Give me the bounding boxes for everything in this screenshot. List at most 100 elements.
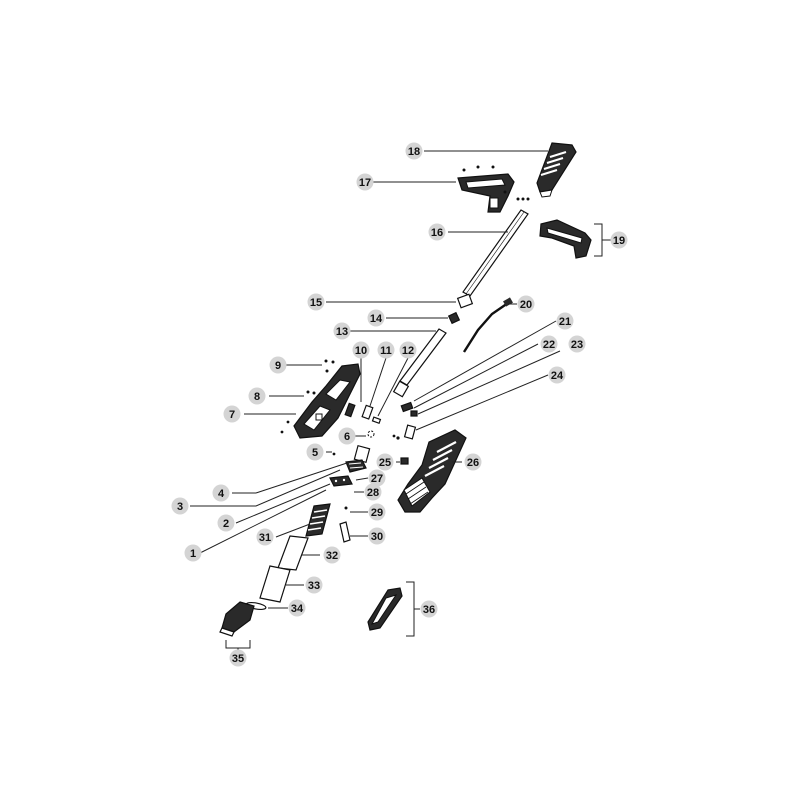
callout-number: 22 <box>543 339 555 351</box>
callout-number: 18 <box>408 146 420 158</box>
leader-lines <box>190 150 611 652</box>
callout-number: 30 <box>371 531 383 543</box>
callout-26: 26 <box>464 453 482 471</box>
callout-badge <box>428 223 446 241</box>
callout-10: 10 <box>352 341 370 359</box>
callout-badge <box>223 405 241 423</box>
callout-badge <box>548 366 566 384</box>
callout-35: 35 <box>229 649 247 667</box>
callout-badge <box>364 483 382 501</box>
callout-badge <box>399 341 417 359</box>
callout-number: 14 <box>370 313 383 325</box>
callout-12: 12 <box>399 341 417 359</box>
callout-badge <box>256 528 274 546</box>
callout-number: 10 <box>355 345 367 357</box>
part-17-handle-shell <box>457 165 515 213</box>
callout-5: 5 <box>306 443 324 461</box>
part-36-accessory-nozzle <box>367 587 403 631</box>
callout-badge <box>338 427 356 445</box>
callout-number: 4 <box>218 488 225 500</box>
part-25-nut <box>392 434 409 465</box>
callout-badge <box>610 231 628 249</box>
callout-17: 17 <box>356 173 374 191</box>
callout-badge <box>229 649 247 667</box>
callout-31: 31 <box>256 528 274 546</box>
part-20-cord <box>462 297 513 353</box>
callout-badge <box>568 335 586 353</box>
callout-32: 32 <box>323 546 341 564</box>
callout-badge <box>517 295 535 313</box>
part-31-impeller <box>305 503 331 537</box>
callout-number: 12 <box>402 345 414 357</box>
callout-16: 16 <box>428 223 446 241</box>
callout-badge <box>288 599 306 617</box>
callout-24: 24 <box>548 366 566 384</box>
callout-number: 25 <box>379 457 391 469</box>
callout-number: 23 <box>571 339 583 351</box>
callout-number: 20 <box>520 299 532 311</box>
callout-13: 13 <box>333 322 351 340</box>
part-8-screws <box>280 390 316 434</box>
callout-4: 4 <box>212 484 230 502</box>
callout-number: 19 <box>613 235 625 247</box>
callout-badge <box>184 544 202 562</box>
callout-badge <box>464 453 482 471</box>
callout-number: 28 <box>367 487 379 499</box>
callout-badge <box>356 173 374 191</box>
part-10-switch <box>344 402 356 418</box>
callout-number: 9 <box>275 360 281 372</box>
callout-number: 15 <box>310 297 322 309</box>
callout-22: 22 <box>540 335 558 353</box>
callout-number: 5 <box>312 447 318 459</box>
callout-15: 15 <box>307 293 325 311</box>
callout-3: 3 <box>171 497 189 515</box>
callout-33: 33 <box>305 576 323 594</box>
callout-number: 17 <box>359 177 371 189</box>
callout-29: 29 <box>368 503 386 521</box>
callout-number: 36 <box>423 604 435 616</box>
callout-21: 21 <box>556 312 574 330</box>
part-18-top-handle <box>536 142 577 198</box>
callout-number: 13 <box>336 326 348 338</box>
callout-number: 24 <box>551 370 564 382</box>
callout-18: 18 <box>405 142 423 160</box>
callout-number: 16 <box>431 227 443 239</box>
callout-number: 1 <box>190 548 196 560</box>
part-33-blow-tube <box>259 565 291 603</box>
callout-badge <box>540 335 558 353</box>
callout-badge <box>376 453 394 471</box>
callout-badge <box>556 312 574 330</box>
callout-badge <box>248 387 266 405</box>
part-30-clip <box>339 521 351 543</box>
callout-badge <box>377 341 395 359</box>
callout-badge <box>368 503 386 521</box>
part-12-pin <box>371 416 382 425</box>
callout-19: 19 <box>610 231 628 249</box>
callout-number: 31 <box>259 532 271 544</box>
callout-number: 27 <box>371 473 383 485</box>
callout-badge <box>405 142 423 160</box>
part-14-connector <box>447 311 461 325</box>
part-15-coupling <box>456 293 474 309</box>
part-6-ring <box>367 430 375 438</box>
callout-11: 11 <box>377 341 395 359</box>
part-27-fan <box>345 459 367 473</box>
callout-8: 8 <box>248 387 266 405</box>
part-9-screws <box>324 359 335 373</box>
part-19-aux-handle <box>539 219 592 259</box>
callout-1: 1 <box>184 544 202 562</box>
callout-6: 6 <box>338 427 356 445</box>
callout-number: 8 <box>254 391 260 403</box>
callout-number: 33 <box>308 580 320 592</box>
callout-badge <box>323 546 341 564</box>
callout-number: 7 <box>229 409 235 421</box>
callout-20: 20 <box>517 295 535 313</box>
part-7-housing-half <box>293 363 361 439</box>
part-32-tube <box>277 535 309 571</box>
callout-36: 36 <box>420 600 438 618</box>
callout-badge <box>352 341 370 359</box>
part-26-motor-housing <box>397 429 467 513</box>
